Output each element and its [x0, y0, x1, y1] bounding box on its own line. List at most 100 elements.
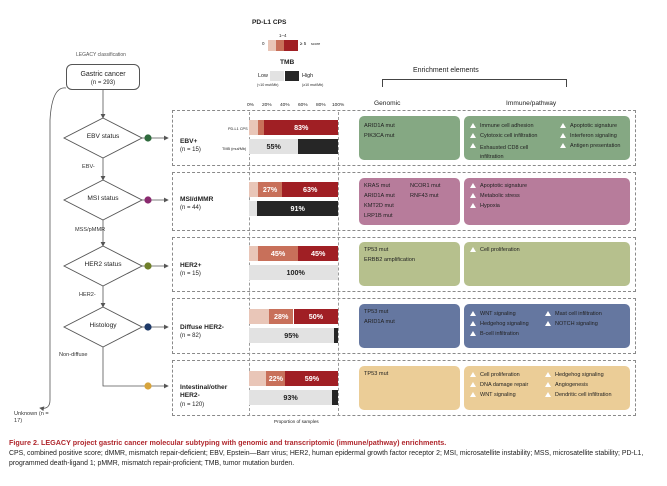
tmb-bar-high-ebv [297, 139, 338, 154]
cps-bar-mid-her2 [257, 246, 298, 261]
triangle-icon [470, 372, 476, 377]
cps-bar-high-msi [281, 182, 338, 197]
gene-diffuse-tp53: TP53 mut [364, 309, 389, 315]
sig-intestinal-3: Hedgehog signaling [555, 372, 604, 378]
diamond-histology [63, 306, 143, 348]
dot-intestinal [144, 382, 152, 390]
cps-tick-score: score [311, 42, 321, 46]
tmb-bar-low-ebv [249, 139, 298, 154]
cps-tick-0: 0 [262, 41, 265, 46]
genomic-panel-intestinal [359, 366, 460, 410]
gene-msi-rnf43: RNF43 mut [410, 193, 439, 199]
axis-tick-40: 40% [280, 103, 290, 108]
triangle-icon [470, 203, 476, 208]
cps-tick-high: ≥ 5 [300, 41, 307, 46]
sig-intestinal-0: Cell proliferation [480, 372, 520, 378]
subtype-name-her2: HER2+ [180, 262, 202, 269]
cps-bar-mid-intestinal [265, 371, 286, 386]
sig-msi-2: Hypoxia [480, 203, 500, 209]
decision-her2-label: HER2 status [84, 261, 122, 268]
sig-diffuse-3: Mast cell infiltration [555, 311, 602, 317]
tmb-bar-low-intestinal [249, 390, 332, 405]
axis-tick-100: 100% [332, 103, 345, 108]
figure-caption-title: Figure 2. LEGACY project gastric cancer … [9, 438, 447, 447]
decision-ebv: EBV status [64, 118, 142, 158]
triangle-icon [560, 133, 566, 138]
triangle-icon [470, 382, 476, 387]
triangle-icon [560, 143, 566, 148]
cps-label-high-ebv: 83% [294, 123, 309, 132]
genomic-panel-msi [359, 178, 460, 225]
cps-bar-low-ebv [249, 120, 258, 135]
gene-msi-arid1a: ARID1A mut [364, 193, 395, 199]
triangle-icon [545, 382, 551, 387]
subtype-n-her2: (n = 15) [180, 271, 201, 277]
cps-bar-high-diffuse [293, 309, 338, 324]
genomic-header: Genomic [374, 100, 401, 107]
tmb-legend-high-note: (≥10 mut/Mb) [302, 83, 324, 87]
triangle-icon [470, 311, 476, 316]
sig-msi-1: Metabolic stress [480, 193, 520, 199]
triangle-icon [470, 143, 476, 148]
connector-to-unknown [39, 87, 67, 412]
immune-panel-msi [464, 178, 630, 225]
gene-her2-erbb2: ERBB2 amplification [364, 257, 415, 263]
cps-label-mid-diffuse: 28% [274, 312, 289, 321]
genomic-panel-diffuse [359, 304, 460, 348]
tmb-legend-swatch-low [270, 71, 284, 81]
subtype-container-ebv [172, 110, 636, 166]
tmb-bar-high-diffuse [333, 328, 338, 343]
subtype-container-diffuse [172, 298, 636, 354]
subtype-n-ebv: (n = 15) [180, 147, 201, 153]
decision-histology-label: Histology [89, 322, 117, 329]
immune-header: Immune/pathway [506, 100, 557, 107]
tmb-label-msi: 91% [290, 204, 305, 213]
gene-msi-kmt2d: KMT2D mut [364, 203, 394, 209]
subtype-name-intestinal-text: Intestinal/other HER2- [180, 384, 228, 400]
cps-label-mid-msi: 27% [262, 185, 278, 194]
subtype-container-her2 [172, 237, 636, 292]
root-n: (n = 293) [90, 80, 116, 87]
gene-ebv-pik3ca: PIK3CA mut [364, 133, 395, 139]
sig-msi-0: Apoptotic signature [480, 183, 528, 189]
triangle-icon [470, 183, 476, 188]
decision-msi: MSI status [64, 180, 142, 220]
tmb-bar-low-diffuse [249, 328, 334, 343]
axis-tick-20: 20% [262, 103, 272, 108]
triangle-icon [545, 311, 551, 316]
tmb-label-diffuse: 95% [284, 331, 299, 340]
cps-bar-low-msi [249, 182, 258, 197]
decision-histology: Histology [64, 307, 142, 347]
cps-bar-high-her2 [297, 246, 338, 261]
dot-msi [144, 196, 152, 204]
triangle-icon [470, 123, 476, 128]
enrichment-header: Enrichment elements [413, 67, 479, 74]
triangle-icon [545, 372, 551, 377]
sig-ebv-2: Exhausted CD8 cell infiltration [480, 144, 548, 161]
triangle-icon [545, 321, 551, 326]
subtype-name-diffuse: Diffuse HER2- [180, 324, 224, 331]
row-label-cps: PD-L1 CPS [228, 127, 248, 131]
gene-msi-ncor1: NCOR1 mut [410, 183, 441, 189]
gene-diffuse-arid1a: ARID1A mut [364, 319, 395, 325]
dot-her2 [144, 262, 152, 270]
axis-hundred-line [338, 112, 339, 416]
sig-ebv-1: Cytotoxic cell infiltration [480, 133, 538, 139]
decision-ebv-label: EBV status [86, 133, 120, 140]
axis-title: Proportion of samples [274, 419, 319, 424]
cps-label-mid-intestinal: 22% [268, 374, 284, 383]
cps-tick-mid: 1–4 [279, 33, 287, 38]
cps-bar-low-intestinal [249, 371, 266, 386]
tmb-legend-low-note: (<10 mut/Mb) [257, 83, 279, 87]
sig-diffuse-1: Hedgehog signaling [480, 321, 529, 327]
subtype-container-msi [172, 172, 636, 231]
sig-ebv-2-text: Exhausted CD8 cell infiltration [480, 145, 529, 160]
classification-label: LEGACY classification [76, 52, 126, 58]
triangle-icon [470, 321, 476, 326]
diamond-msi [63, 179, 143, 221]
triangle-icon [470, 392, 476, 397]
subtype-name-ebv: EBV+ [180, 138, 198, 145]
sig-intestinal-1: DNA damage repair [480, 382, 529, 388]
tmb-legend-high-label: High [302, 73, 314, 79]
cps-legend-swatch-low [268, 40, 276, 51]
